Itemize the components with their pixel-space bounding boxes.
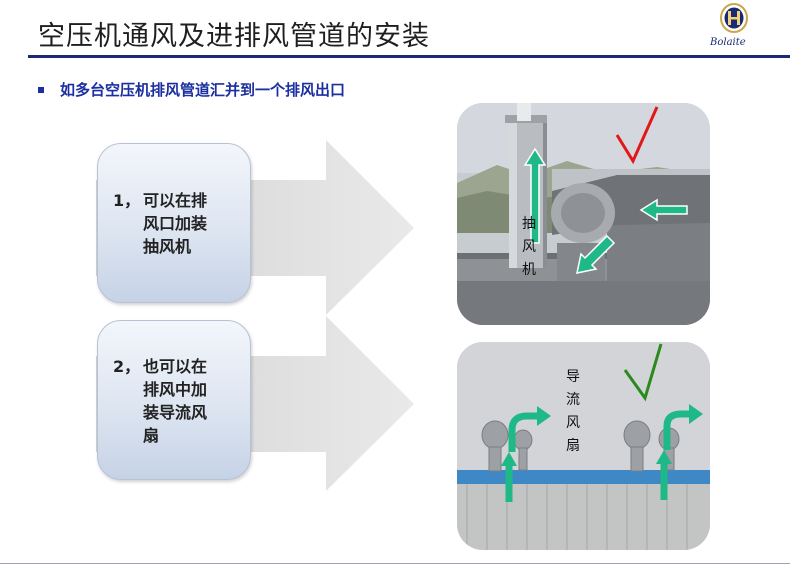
- photo2-label-1: 导: [566, 369, 580, 385]
- flow-arrows: [505, 410, 689, 502]
- green-checkmark-icon: [623, 343, 663, 402]
- photo1-label-1: 抽: [522, 216, 536, 232]
- title-underline: [28, 55, 790, 58]
- option-2-number: 2，: [113, 357, 141, 376]
- exhaust-fan-photo: [457, 103, 710, 325]
- option-2-line-3: 装导流风: [143, 403, 208, 422]
- photo2-label-4: 扇: [566, 438, 580, 454]
- option-box-1: [97, 143, 251, 303]
- option-box-2: [97, 320, 251, 480]
- photo2-label-2: 流: [566, 392, 580, 408]
- ventilator-illustration: [457, 342, 710, 550]
- photo2-label-3: 风: [566, 415, 580, 431]
- option-2-line-4: 扇: [143, 426, 160, 445]
- photo1-label-2: 风: [522, 239, 536, 255]
- option-1-number: 1，: [113, 191, 141, 210]
- option-1-line-2: 风口加装: [143, 214, 208, 233]
- option-1-line-1: 可以在排: [143, 191, 208, 210]
- company-logo: [720, 3, 748, 33]
- airflow-arrows: [523, 147, 688, 274]
- photo1-label-3: 机: [522, 262, 536, 278]
- exhaust-fan-illustration: [457, 103, 710, 325]
- footer-divider: [0, 563, 790, 564]
- bullet-text: 如多台空压机排风管道汇并到一个排风出口: [60, 81, 346, 99]
- ventilator-fan-photo: [457, 342, 710, 550]
- option-2-line-1: 也可以在: [143, 357, 208, 376]
- option-2-line-2: 排风中加: [143, 380, 208, 399]
- bullet-square-icon: [38, 87, 44, 93]
- page-title: 空压机通风及进排风管道的安装: [38, 21, 430, 52]
- logo-text: Bolaite: [710, 37, 746, 48]
- option-1-line-3: 抽风机: [143, 237, 192, 256]
- red-checkmark-icon: [615, 106, 659, 165]
